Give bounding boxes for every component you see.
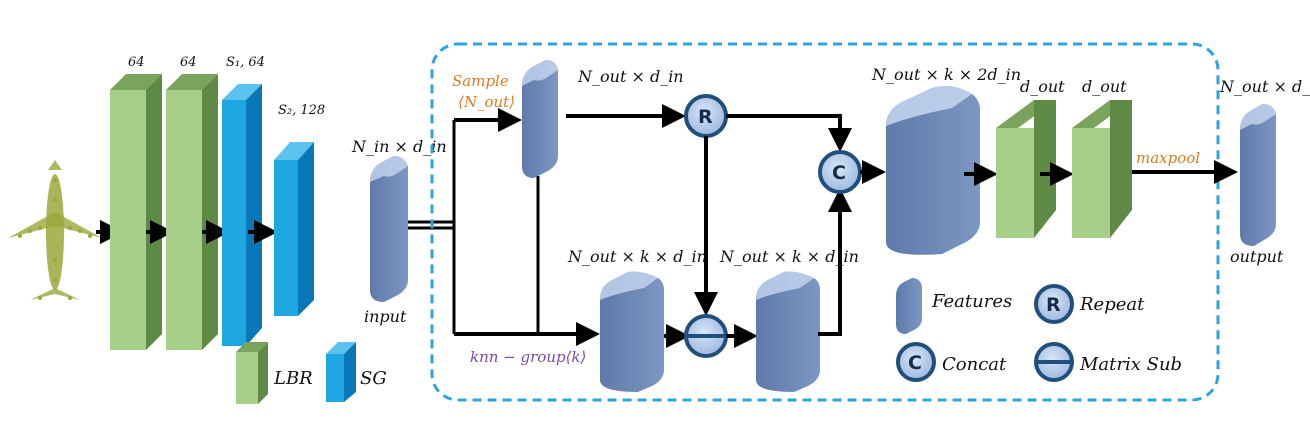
concat-dim-label: N_out × k × 2d_in — [871, 65, 1021, 84]
repeat-op-letter: R — [698, 106, 713, 128]
airplane-point-cloud-icon — [8, 160, 102, 300]
knn-group-label: knn − group⟨k⟩ — [470, 348, 586, 366]
legend-concat-letter: C — [908, 352, 922, 374]
legend-concat-label: Concat — [942, 354, 1007, 375]
legend-features-label: Features — [931, 291, 1012, 312]
input-feature-block — [370, 156, 408, 302]
sampled-dim-label: N_out × d_in — [577, 67, 684, 86]
dout-1-label: d_out — [1020, 77, 1065, 96]
dout-lbr-layer-2 — [1072, 100, 1132, 238]
legend-repeat-icon — [1034, 284, 1074, 324]
sub-result-feature-block — [756, 271, 820, 392]
legend-lbr-swatch — [236, 342, 268, 404]
sampled-feature-block — [522, 60, 558, 178]
dout-2-label: d_out — [1082, 77, 1127, 96]
concat-feature-block — [886, 86, 980, 255]
sg-layer-1 — [222, 84, 262, 346]
output-feature-block — [1240, 104, 1276, 246]
concat-op-letter: C — [832, 162, 846, 184]
legend-features-swatch — [896, 278, 922, 334]
legend-matrix-sub-label: Matrix Sub — [1079, 354, 1182, 375]
module-border — [430, 42, 1220, 402]
legend-repeat-label: Repeat — [1079, 294, 1145, 315]
legend-sg-label: SG — [360, 368, 387, 389]
lbr2-channels-label: 64 — [180, 55, 197, 70]
arrow-repeat-to-concat — [726, 114, 852, 152]
legend-concat-icon — [896, 342, 936, 382]
maxpool-label: maxpool — [1136, 149, 1200, 167]
sg1-label: S₁, 64 — [226, 55, 265, 70]
group-dim-label: N_out × k × d_in — [567, 247, 707, 266]
sg2-label: S₂, 128 — [278, 103, 325, 118]
arrow-sub-result-to-concat — [818, 188, 852, 336]
lbr-layer-2 — [166, 74, 218, 350]
output-label: output — [1230, 247, 1284, 266]
lbr1-channels-label: 64 — [128, 55, 145, 70]
matrix-sub-op-icon — [684, 314, 728, 358]
output-dim-label: N_out × d_out — [1219, 77, 1310, 96]
legend-matrix-sub-icon — [1034, 342, 1074, 382]
grouped-feature-block — [600, 271, 664, 392]
sg-layer-2 — [274, 142, 314, 316]
lbr-layer-1 — [110, 74, 162, 350]
input-dim-label: N_in × d_in — [351, 137, 447, 156]
sample-label: Sample — [452, 72, 509, 90]
sample-sub-label: ⟨N_out⟩ — [458, 93, 515, 111]
sub-result-dim-label: N_out × k × d_in — [719, 247, 859, 266]
legend-sg-swatch — [326, 342, 356, 402]
dout-lbr-layer-1 — [996, 100, 1056, 238]
legend-lbr-label: LBR — [273, 368, 313, 389]
input-label: input — [364, 307, 407, 326]
legend-repeat-letter: R — [1046, 294, 1061, 316]
